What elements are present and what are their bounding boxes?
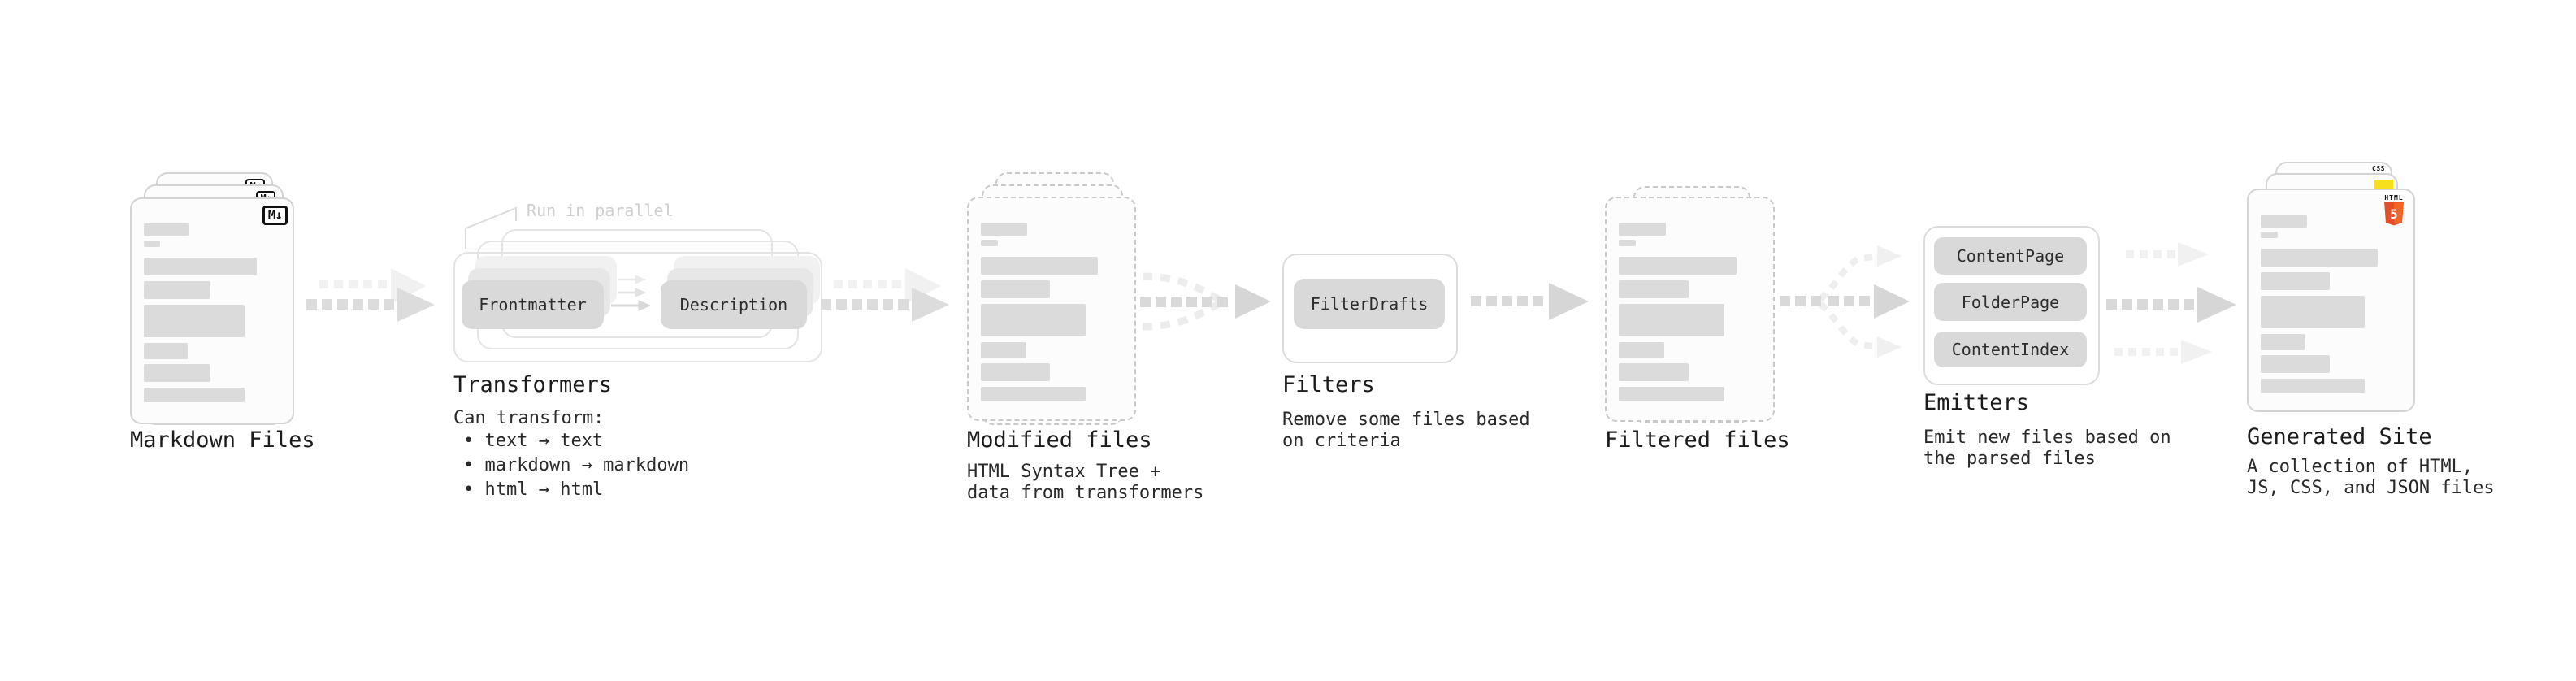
flow-arrow-transformers-to-modified <box>821 268 949 322</box>
text-line-skeleton <box>981 387 1086 401</box>
text-line-skeleton <box>144 343 188 359</box>
generated-file-card-front: HTML 5 <box>2247 189 2415 412</box>
text-line-skeleton <box>144 364 211 382</box>
text-line-skeleton <box>981 257 1099 275</box>
text-line-skeleton <box>144 281 211 299</box>
stage-label-filters: Filters <box>1282 372 1375 397</box>
frontmatter-node: Frontmatter <box>462 280 604 329</box>
text-line-skeleton <box>981 223 1028 236</box>
text-line-skeleton <box>144 305 245 337</box>
transformers-note-title: Can transform: <box>453 408 605 428</box>
text-line-skeleton <box>2261 215 2308 228</box>
stage-label-transformers: Transformers <box>453 372 613 397</box>
text-line-skeleton <box>1619 223 1666 236</box>
text-line-skeleton <box>981 342 1026 358</box>
emitters-container <box>1923 226 2100 385</box>
annotation-leader-line <box>465 206 517 249</box>
text-line-skeleton <box>2261 249 2378 267</box>
flow-arrow-files-to-transformers <box>306 268 435 322</box>
file-content-skeleton <box>144 223 280 402</box>
file-content-skeleton <box>1619 223 1761 401</box>
text-line-skeleton <box>2261 334 2306 350</box>
transformers-bullet-list: • text → text • markdown → markdown • ht… <box>463 429 689 502</box>
text-line-skeleton <box>981 280 1051 298</box>
run-in-parallel-annotation: Run in parallel <box>527 201 674 220</box>
text-line-skeleton <box>1619 342 1664 358</box>
generated-site-note: A collection of HTML,JS, CSS, and JSON f… <box>2247 457 2495 499</box>
note-line: A collection of HTML, <box>2247 457 2474 477</box>
contentpage-node: ContentPage <box>1934 237 2087 275</box>
text-line-skeleton <box>2261 379 2366 393</box>
text-line-skeleton <box>144 258 258 275</box>
filtered-file-card-front <box>1605 197 1775 422</box>
folderpage-node: FolderPage <box>1934 283 2087 321</box>
text-line-skeleton <box>144 388 245 402</box>
modified-files-note: HTML Syntax Tree +data from transformers <box>967 462 1203 504</box>
text-line-skeleton <box>144 223 189 236</box>
html5-shield: 5 <box>2384 202 2404 226</box>
text-line-skeleton <box>2261 272 2330 290</box>
bullet-item: • text → text <box>463 431 604 451</box>
note-line: Emit new files based on <box>1923 427 2171 448</box>
text-line-skeleton <box>2261 296 2366 328</box>
description-node: Description <box>661 280 807 329</box>
text-line-skeleton <box>2261 355 2330 373</box>
text-line-skeleton <box>1619 257 1737 275</box>
parallel-transform-arrows <box>611 275 652 311</box>
note-line: JS, CSS, and JSON files <box>2247 478 2495 498</box>
flow-arrow-filters-to-filtered <box>1471 283 1589 320</box>
markdown-icon: M↓ <box>262 206 288 225</box>
text-line-skeleton <box>1619 240 1636 246</box>
modified-file-card-front <box>967 197 1136 421</box>
stage-label-filtered-files: Filtered files <box>1605 427 1790 453</box>
note-line: HTML Syntax Tree + <box>967 462 1161 482</box>
text-line-skeleton <box>144 241 161 247</box>
stage-label-markdown-files: Markdown Files <box>130 427 315 453</box>
bullet-item: • html → html <box>463 479 604 500</box>
file-content-skeleton <box>2261 215 2401 393</box>
note-line: data from transformers <box>967 483 1204 503</box>
svg-text:5: 5 <box>2390 206 2398 222</box>
stage-label-modified-files: Modified files <box>967 427 1152 453</box>
text-line-skeleton <box>981 304 1086 336</box>
bullet-item: • markdown → markdown <box>463 455 690 475</box>
markdown-file-card-front: M↓ <box>130 197 294 424</box>
text-line-skeleton <box>1619 363 1689 381</box>
text-line-skeleton <box>981 363 1051 381</box>
text-line-skeleton <box>1619 387 1724 401</box>
contentindex-node: ContentIndex <box>1934 332 2087 367</box>
filterdrafts-node: FilterDrafts <box>1294 279 1445 329</box>
flow-arrows-emitters-to-site <box>2106 242 2236 364</box>
note-line: Remove some files based <box>1282 410 1530 430</box>
html5-label: HTML <box>2384 194 2404 202</box>
text-line-skeleton <box>1619 280 1689 298</box>
stage-label-emitters: Emitters <box>1923 390 2030 415</box>
css-label: CSS <box>2372 165 2385 172</box>
note-line: on criteria <box>1282 431 1401 451</box>
js-file-icon <box>2374 180 2393 189</box>
split-arrow-filtered-to-emitters <box>1780 245 1910 358</box>
text-line-skeleton <box>981 240 998 246</box>
file-content-skeleton <box>981 223 1122 401</box>
filters-container <box>1282 254 1458 363</box>
text-line-skeleton <box>2261 232 2278 238</box>
stage-label-generated-site: Generated Site <box>2247 424 2432 449</box>
note-line: the parsed files <box>1923 449 2096 469</box>
html5-icon: HTML 5 <box>2383 194 2405 229</box>
merge-arrow-modified-to-filters <box>1140 272 1271 331</box>
text-line-skeleton <box>1619 304 1724 336</box>
